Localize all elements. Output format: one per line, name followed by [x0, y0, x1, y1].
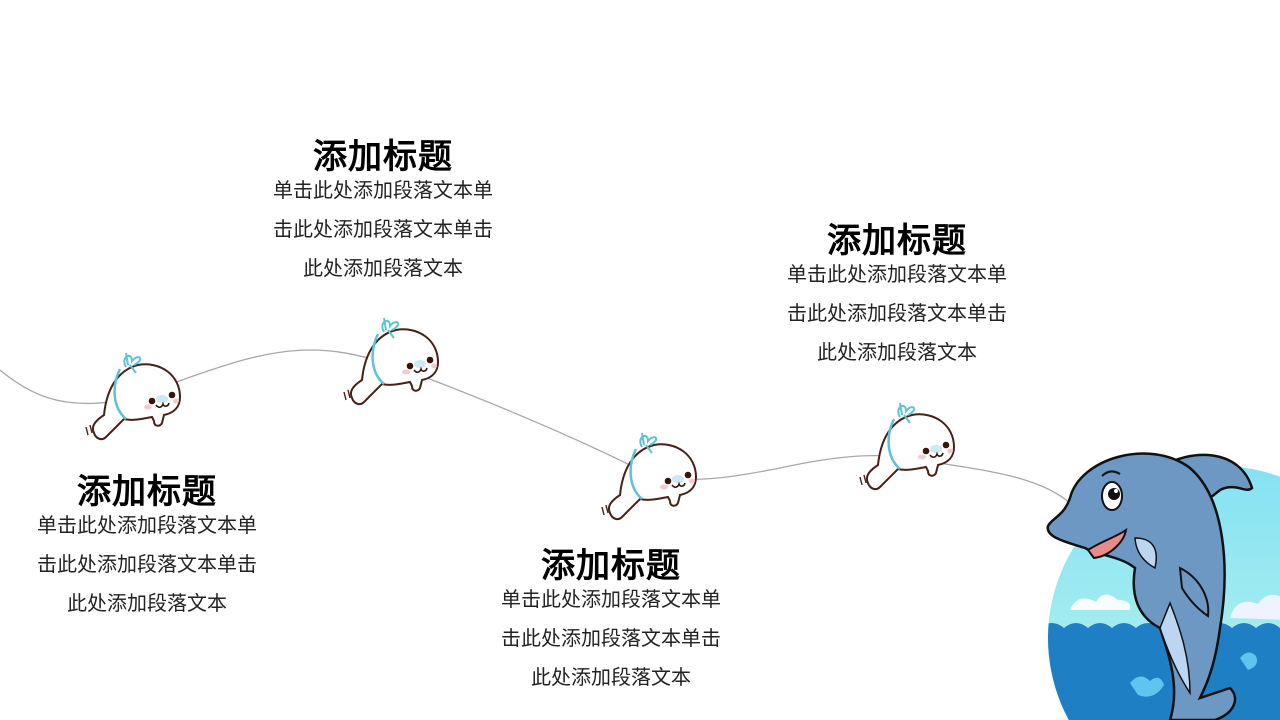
body-line: 击此处添加段落文本单击 [501, 626, 721, 650]
seal-illustration-3 [592, 425, 702, 525]
body-line: 单击此处添加段落文本单 [273, 178, 493, 202]
block-title[interactable]: 添加标题 [313, 137, 453, 177]
body-line: 单击此处添加段落文本单 [501, 587, 721, 611]
text-block-3: 添加标题 单击此处添加段落文本单 击此处添加段落文本单击 此处添加段落文本 [481, 548, 741, 697]
seal-illustration-4 [850, 395, 960, 495]
block-body[interactable]: 单击此处添加段落文本单 击此处添加段落文本单击 此处添加段落文本 [767, 255, 1027, 372]
body-line: 此处添加段落文本 [67, 591, 227, 615]
block-title[interactable]: 添加标题 [541, 546, 681, 586]
block-body[interactable]: 单击此处添加段落文本单 击此处添加段落文本单击 此处添加段落文本 [481, 580, 741, 697]
seal-illustration-1 [76, 345, 186, 445]
body-line: 击此处添加段落文本单击 [37, 552, 257, 576]
text-block-4: 添加标题 单击此处添加段落文本单 击此处添加段落文本单击 此处添加段落文本 [767, 223, 1027, 372]
body-line: 单击此处添加段落文本单 [37, 513, 257, 537]
body-line: 此处添加段落文本 [303, 256, 463, 280]
text-block-1: 添加标题 单击此处添加段落文本单 击此处添加段落文本单击 此处添加段落文本 [17, 474, 277, 623]
body-line: 击此处添加段落文本单击 [787, 301, 1007, 325]
seal-illustration-2 [334, 310, 444, 410]
block-title[interactable]: 添加标题 [77, 472, 217, 512]
text-block-2: 添加标题 单击此处添加段落文本单 击此处添加段落文本单击 此处添加段落文本 [253, 139, 513, 288]
body-line: 此处添加段落文本 [817, 340, 977, 364]
block-body[interactable]: 单击此处添加段落文本单 击此处添加段落文本单击 此处添加段落文本 [17, 506, 277, 623]
block-title[interactable]: 添加标题 [827, 221, 967, 261]
body-line: 击此处添加段落文本单击 [273, 217, 493, 241]
block-body[interactable]: 单击此处添加段落文本单 击此处添加段落文本单击 此处添加段落文本 [253, 171, 513, 288]
body-line: 此处添加段落文本 [531, 665, 691, 689]
body-line: 单击此处添加段落文本单 [787, 262, 1007, 286]
dolphin-illustration [1046, 452, 1280, 720]
